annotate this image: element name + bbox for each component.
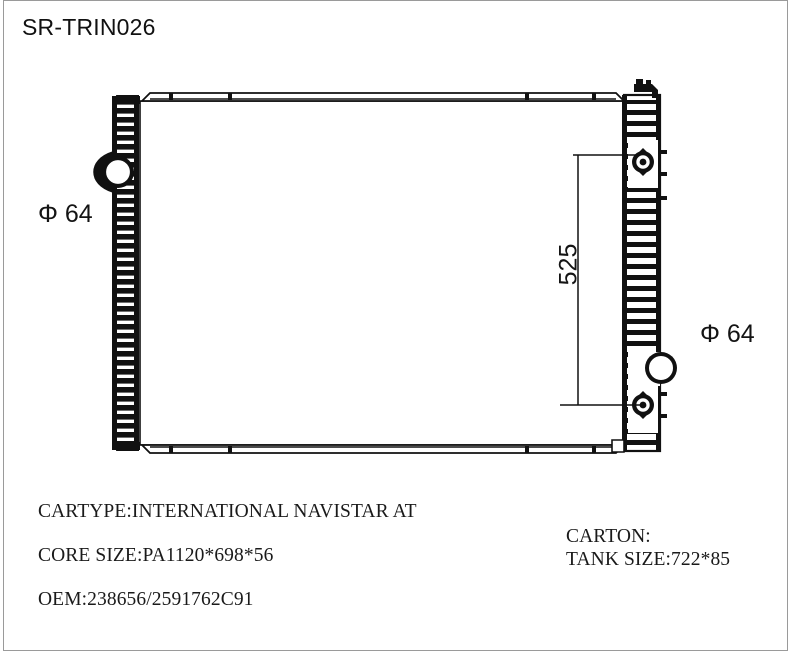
dimension-label-inlet-diameter: Φ 64 bbox=[38, 200, 93, 228]
outlet-port bbox=[645, 352, 677, 384]
bottom-footer-rail bbox=[139, 444, 627, 454]
page-frame-top-edge bbox=[3, 0, 788, 1]
top-header-rail bbox=[139, 92, 627, 102]
dimension-label-mount-spacing: 525 bbox=[554, 243, 583, 286]
spec-tank-size: TANK SIZE:722*85 bbox=[566, 549, 731, 570]
mount-bolt-bottom bbox=[632, 391, 654, 419]
spec-cartype: CARTYPE:INTERNATIONAL NAVISTAR AT bbox=[38, 501, 417, 522]
left-tank bbox=[93, 95, 140, 451]
dimension-525 bbox=[560, 154, 640, 406]
inlet-port bbox=[102, 156, 134, 188]
radiator-core bbox=[139, 100, 625, 446]
filler-neck bbox=[634, 79, 658, 98]
spec-oem: OEM:238656/2591762C91 bbox=[38, 589, 254, 610]
bottom-foot-bracket bbox=[611, 439, 625, 453]
page-title: SR-TRIN026 bbox=[22, 14, 156, 40]
right-tank bbox=[611, 79, 677, 453]
spec-core-size: CORE SIZE:PA1120*698*56 bbox=[38, 545, 274, 566]
top-rail-tabs bbox=[169, 93, 596, 100]
right-tank-side-tabs bbox=[660, 150, 667, 418]
spec-carton: CARTON: bbox=[566, 526, 651, 547]
bottom-rail-tabs bbox=[169, 446, 596, 453]
dimension-label-outlet-diameter: Φ 64 bbox=[700, 320, 755, 348]
